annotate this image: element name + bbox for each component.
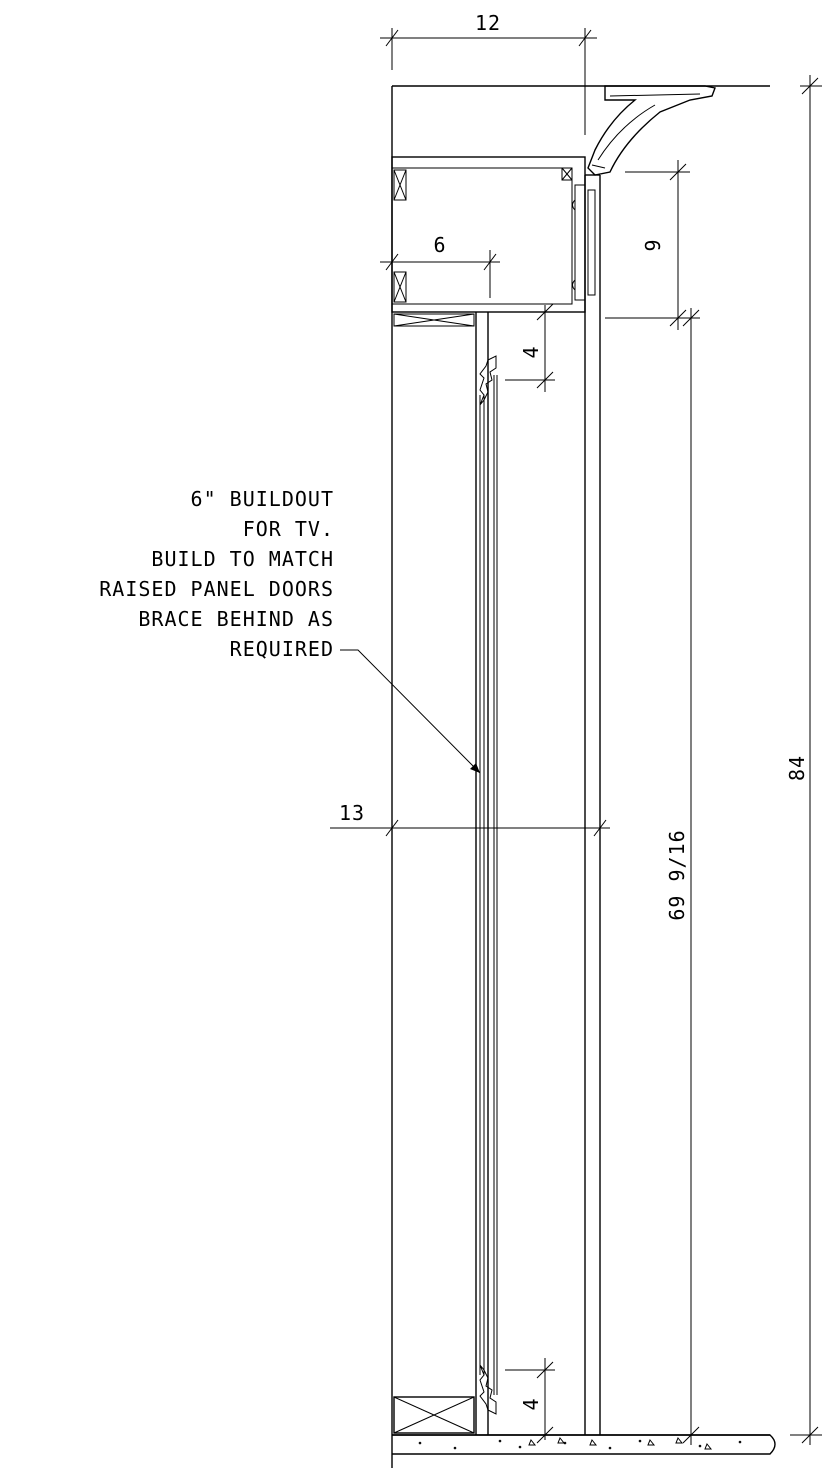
blocking-lower: [393, 271, 407, 303]
crown-molding: [587, 85, 716, 176]
dimension-lower-rail-label: 4: [519, 1397, 543, 1410]
dimension-buildout-depth-label: 6: [433, 233, 446, 257]
cabinet-body: [391, 85, 770, 1468]
note-leader: [340, 649, 481, 774]
blocking-upper: [393, 169, 407, 201]
dimension-overall-height: 84: [785, 75, 822, 1445]
buildout-note: 6" BUILDOUT FOR TV. BUILD TO MATCH RAISE…: [99, 487, 481, 774]
dimension-panel-height-label: 69 9/16: [665, 829, 689, 920]
dimension-overall-height-label: 84: [785, 755, 809, 781]
dimension-upper-rail: 4: [505, 303, 555, 392]
note-line-2: FOR TV.: [243, 517, 334, 541]
dimension-upper-rail-label: 4: [519, 345, 543, 358]
note-line-5: BRACE BEHIND AS: [138, 607, 334, 631]
note-line-6: REQUIRED: [230, 637, 334, 661]
note-line-1: 6" BUILDOUT: [191, 487, 334, 511]
note-line-3: BUILD TO MATCH: [151, 547, 334, 571]
dimension-top-width-label: 12: [475, 11, 501, 35]
blocking-corner: [561, 167, 573, 181]
concrete-slab: [392, 1434, 776, 1455]
blocking-mid: [393, 313, 475, 327]
dimension-lower-rail: 4: [505, 1358, 555, 1444]
dimension-top-width: 12: [380, 11, 597, 135]
tv-buildout-box: [391, 156, 600, 313]
blocking-bottom: [393, 1396, 475, 1434]
dimension-panel-height: 69 9/16: [665, 308, 700, 1445]
note-line-4: RAISED PANEL DOORS: [99, 577, 334, 601]
dimension-overall-depth-label: 13: [339, 801, 365, 825]
raised-panel-door: [475, 312, 498, 1435]
dimension-crown-gap: 9: [605, 160, 700, 330]
dimension-buildout-depth: 6: [380, 233, 500, 298]
dimension-crown-gap-label: 9: [641, 238, 665, 251]
dimension-overall-depth: 13: [330, 801, 610, 837]
